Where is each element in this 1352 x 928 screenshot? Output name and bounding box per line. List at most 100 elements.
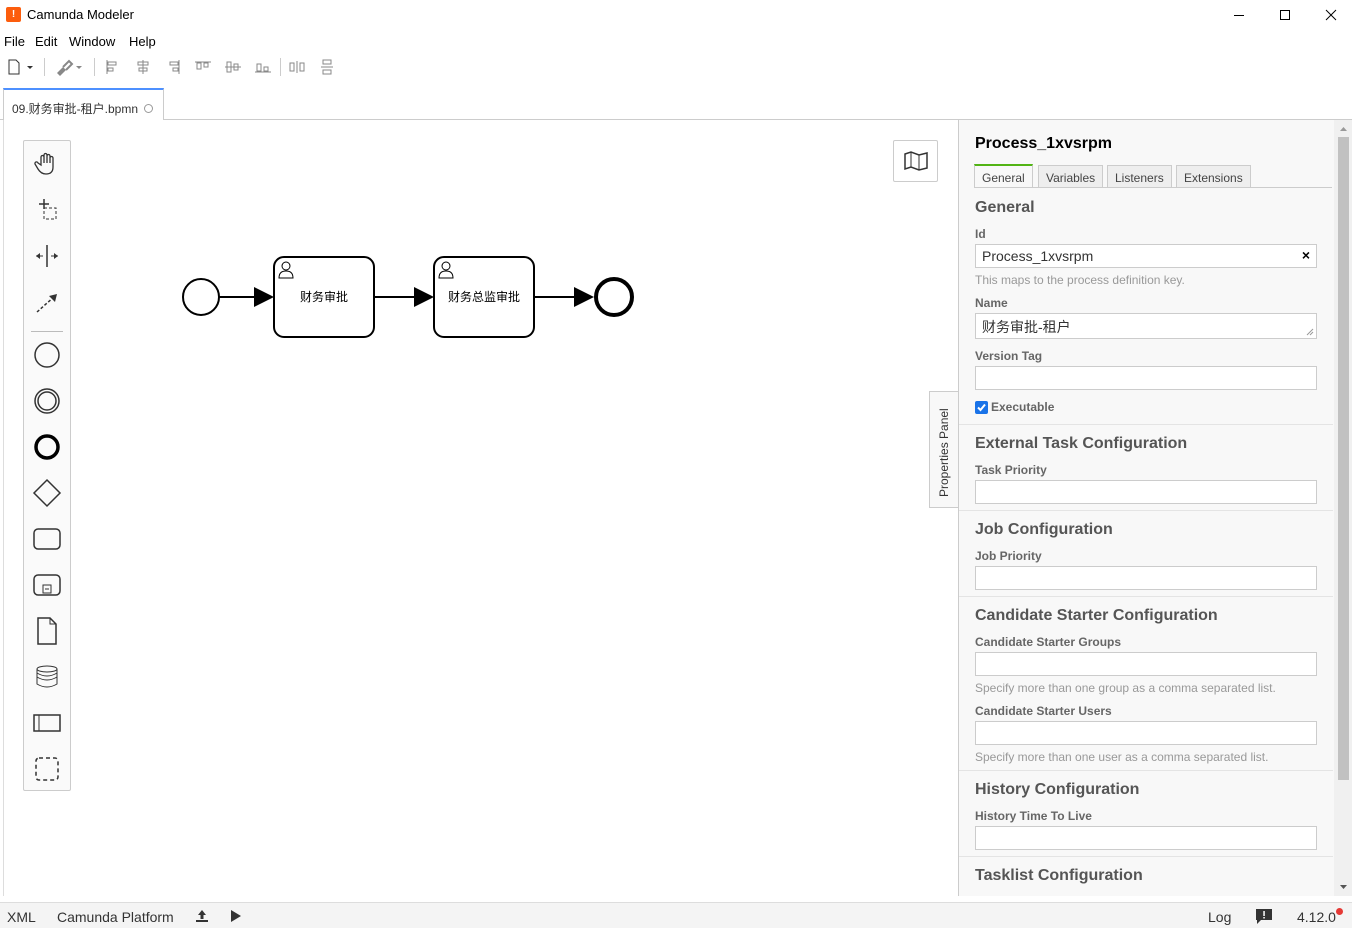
version-tag-input[interactable] [975, 366, 1317, 390]
user-task-icon [278, 261, 294, 279]
group-external-task-title: External Task Configuration [975, 435, 1188, 452]
create-start-event[interactable] [24, 335, 70, 375]
feedback-chat-icon [1256, 909, 1272, 924]
lasso-tool[interactable] [24, 190, 70, 230]
create-data-store[interactable] [24, 657, 70, 697]
window-title: Camunda Modeler [27, 7, 134, 22]
user-task-2[interactable]: 财务总监审批 [433, 256, 535, 338]
create-task[interactable] [24, 519, 70, 559]
update-notification-dot [1336, 908, 1343, 915]
title-bar: ! Camunda Modeler [0, 0, 1352, 30]
align-top-button[interactable] [194, 58, 212, 76]
candidate-users-label: Candidate Starter Users [975, 704, 1112, 718]
log-button[interactable]: Log [1208, 909, 1232, 925]
menu-edit[interactable]: Edit [35, 34, 58, 49]
close-icon [1325, 9, 1337, 21]
camunda-app-icon: ! [6, 7, 21, 22]
candidate-users-description: Specify more than one user as a comma se… [975, 750, 1269, 764]
align-center-button[interactable] [134, 58, 152, 76]
align-left-button[interactable] [104, 58, 122, 76]
create-group[interactable] [24, 749, 70, 789]
history-ttl-input[interactable] [975, 826, 1317, 850]
id-label: Id [975, 227, 986, 241]
global-connect-tool[interactable] [24, 282, 70, 322]
align-bottom-button[interactable] [254, 58, 272, 76]
color-picker-button[interactable] [54, 58, 86, 76]
end-event[interactable] [594, 277, 634, 317]
properties-scrollbar[interactable] [1334, 120, 1352, 896]
tab-file[interactable]: 09.财务审批-租户.bpmn [3, 88, 164, 121]
align-top-icon [195, 61, 211, 70]
clear-id-icon[interactable]: × [1301, 247, 1310, 263]
bpmn-canvas[interactable]: 财务审批 财务总监审批 [3, 120, 958, 896]
hand-tool[interactable] [24, 144, 70, 184]
distribute-horizontal-icon [289, 61, 305, 73]
id-input[interactable]: Process_1xvsrpm × [975, 244, 1317, 268]
checkmark-icon [977, 403, 986, 412]
align-center-icon [137, 60, 149, 74]
minimize-button[interactable] [1216, 0, 1262, 30]
candidate-users-input[interactable] [975, 721, 1317, 745]
properties-panel-toggle[interactable]: Properties Panel [929, 391, 959, 508]
id-value: Process_1xvsrpm [982, 248, 1094, 264]
name-label: Name [975, 296, 1008, 310]
executable-checkbox[interactable] [975, 401, 988, 414]
connect-arrow-icon [36, 294, 57, 313]
feedback-button[interactable] [1255, 907, 1273, 928]
user-task-1[interactable]: 财务审批 [273, 256, 375, 338]
menu-help[interactable]: Help [129, 34, 156, 49]
job-priority-input[interactable] [975, 566, 1317, 590]
pool-icon [33, 714, 61, 732]
tab-variables[interactable]: Variables [1038, 165, 1104, 188]
minimize-icon [1234, 15, 1244, 16]
align-middle-button[interactable] [224, 58, 242, 76]
toolbar [0, 54, 1352, 80]
maximize-button[interactable] [1262, 0, 1308, 30]
user-task-icon [438, 261, 454, 279]
start-instance-button[interactable] [229, 908, 243, 927]
candidate-groups-input[interactable] [975, 652, 1317, 676]
tab-extensions[interactable]: Extensions [1176, 165, 1251, 188]
close-button[interactable] [1308, 0, 1352, 30]
platform-selector[interactable]: Camunda Platform [57, 909, 174, 925]
menu-window[interactable]: Window [69, 34, 116, 49]
version-label[interactable]: 4.12.0 [1297, 909, 1336, 925]
scrollbar-thumb[interactable] [1338, 137, 1349, 780]
deploy-icon [196, 910, 208, 922]
bpmn-diagram: 财务审批 财务总监审批 [182, 256, 634, 338]
start-event[interactable] [182, 278, 220, 316]
align-right-button[interactable] [164, 58, 182, 76]
create-data-object[interactable] [24, 611, 70, 651]
new-file-button[interactable] [6, 58, 38, 76]
map-icon [903, 151, 928, 171]
create-subprocess[interactable] [24, 565, 70, 605]
create-pool[interactable] [24, 703, 70, 743]
tool-palette [23, 140, 71, 791]
name-textarea[interactable]: 财务审批-租户 [975, 313, 1317, 339]
space-tool[interactable] [24, 236, 70, 276]
space-tool-icon [36, 245, 58, 267]
tab-unsaved-indicator-icon[interactable] [144, 104, 153, 113]
status-bar: XML Camunda Platform Log 4.12.0 [0, 902, 1352, 928]
id-description: This maps to the process definition key. [975, 273, 1185, 287]
scroll-down-icon [1340, 885, 1347, 889]
create-intermediate-event[interactable] [24, 381, 70, 421]
tab-listeners[interactable]: Listeners [1107, 165, 1172, 188]
deploy-button[interactable] [194, 908, 210, 927]
distribute-vertical-button[interactable] [318, 58, 336, 76]
scroll-up-icon [1340, 127, 1347, 131]
menu-file[interactable]: File [4, 34, 25, 49]
task-priority-input[interactable] [975, 480, 1317, 504]
create-gateway[interactable] [24, 473, 70, 513]
align-middle-icon [225, 61, 241, 73]
candidate-groups-description: Specify more than one group as a comma s… [975, 681, 1276, 695]
task-label-1: 财务审批 [300, 289, 348, 304]
minimap-toggle-button[interactable] [893, 140, 938, 182]
create-end-event[interactable] [24, 427, 70, 467]
tab-general[interactable]: General [974, 164, 1033, 188]
end-event-icon [34, 434, 60, 460]
group-icon [35, 757, 59, 781]
properties-panel-toggle-label: Properties Panel [937, 408, 951, 497]
xml-view-button[interactable]: XML [7, 909, 36, 925]
distribute-horizontal-button[interactable] [288, 58, 306, 76]
